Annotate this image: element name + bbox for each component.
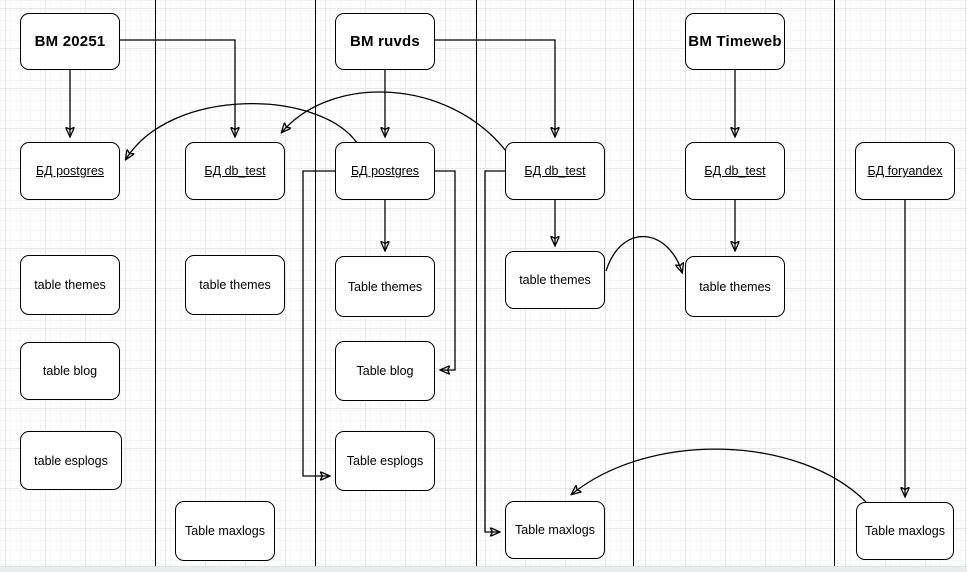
node-label: Table maxlogs	[185, 524, 265, 538]
node-label: БД db_test	[524, 164, 586, 178]
node-label: table blog	[42, 364, 98, 378]
lane-divider-line	[476, 0, 477, 566]
node-themes-3[interactable]: Table themes	[335, 256, 435, 317]
node-esplogs-1[interactable]: table esplogs	[20, 431, 122, 490]
node-esplogs-3[interactable]: Table esplogs	[335, 431, 435, 491]
lane-divider-line	[155, 0, 156, 566]
edge-dbtest4-to-maxlogs4[interactable]	[484, 170, 505, 532]
node-label: БД postgres	[35, 164, 105, 178]
node-label: table themes	[519, 273, 591, 287]
node-maxlogs-6[interactable]: Table maxlogs	[856, 502, 954, 560]
node-db-postgres-1[interactable]: БД postgres	[20, 142, 120, 200]
node-db-dbtest-4[interactable]: БД db_test	[505, 142, 605, 200]
node-label: BM ruvds	[350, 33, 420, 50]
node-themes-1[interactable]: table themes	[20, 255, 120, 315]
node-db-dbtest-2[interactable]: БД db_test	[185, 142, 285, 200]
edge-themes4-to-themes5[interactable]	[605, 235, 682, 272]
horizontal-scrollbar-track[interactable]	[0, 566, 967, 572]
node-maxlogs-2[interactable]: Table maxlogs	[175, 501, 275, 561]
node-label: BM 20251	[34, 33, 106, 50]
node-db-foryandex[interactable]: БД foryandex	[855, 142, 955, 200]
node-label: Table blog	[356, 364, 414, 378]
node-label: Table maxlogs	[865, 524, 945, 538]
edge-maxlogs6-to-maxlogs4[interactable]	[572, 448, 867, 503]
edge-postgres3-to-esplogs3[interactable]	[302, 170, 335, 476]
node-bm-timeweb[interactable]: BM Timeweb	[685, 13, 785, 70]
lane-divider-line	[315, 0, 316, 566]
node-label: table esplogs	[34, 453, 108, 468]
node-label: Table themes	[347, 279, 423, 294]
node-bm-ruvds[interactable]: BM ruvds	[335, 13, 435, 70]
node-label: БД postgres	[350, 164, 420, 178]
node-maxlogs-4[interactable]: Table maxlogs	[505, 501, 605, 559]
lane-divider-line	[633, 0, 634, 566]
node-label: БД db_test	[204, 164, 266, 178]
node-label: БД foryandex	[867, 164, 943, 178]
node-label: table themes	[699, 279, 771, 294]
node-label: BM Timeweb	[688, 33, 782, 50]
node-themes-4[interactable]: table themes	[505, 251, 605, 309]
edge-postgres3-to-blog3[interactable]	[435, 170, 456, 370]
node-db-dbtest-5[interactable]: БД db_test	[685, 142, 785, 200]
node-db-postgres-3[interactable]: БД postgres	[335, 142, 435, 200]
node-themes-2[interactable]: table themes	[185, 255, 285, 315]
node-blog-1[interactable]: table blog	[20, 342, 120, 400]
node-blog-3[interactable]: Table blog	[335, 341, 435, 401]
node-label: table themes	[199, 278, 271, 292]
lane-divider-line	[834, 0, 835, 566]
node-label: БД db_test	[704, 164, 766, 178]
node-label: Table maxlogs	[515, 523, 595, 537]
node-label: Table esplogs	[346, 454, 424, 468]
node-bm-20251[interactable]: BM 20251	[20, 13, 120, 70]
node-label: table themes	[34, 278, 106, 292]
edge-bm20251-to-dbtest2[interactable]	[120, 39, 235, 136]
node-themes-5[interactable]: table themes	[685, 256, 785, 317]
edge-bmruvds-to-dbtest4[interactable]	[435, 39, 555, 136]
